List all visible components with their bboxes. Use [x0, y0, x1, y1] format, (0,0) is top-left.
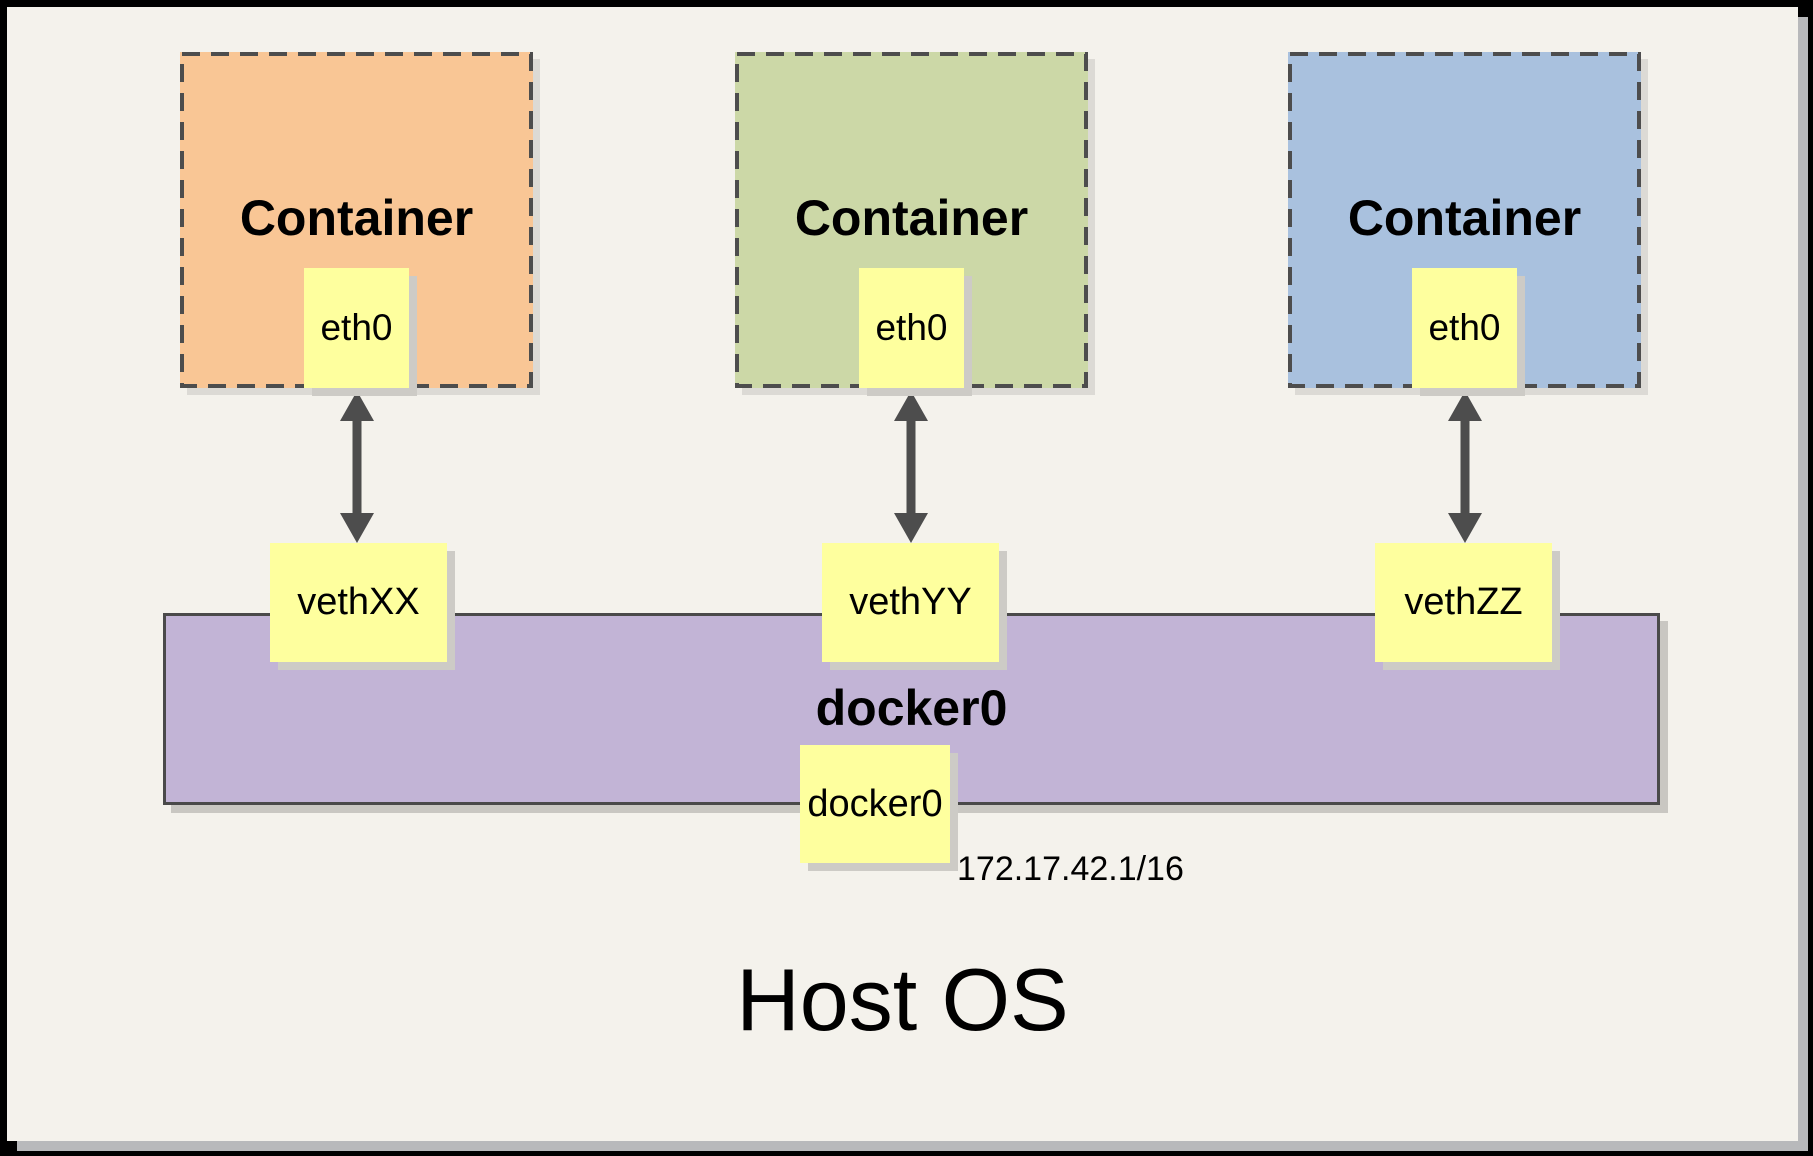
docker0-note: docker0	[800, 745, 950, 863]
double-arrow-icon	[894, 391, 928, 543]
vethYY-label: vethYY	[849, 581, 972, 623]
double-arrow-icon	[340, 391, 374, 543]
container-box-3: Container eth0	[1288, 52, 1641, 388]
container-box-2: Container eth0	[735, 52, 1088, 388]
eth0-note-3: eth0	[1412, 268, 1517, 388]
diagram-canvas: Container eth0 Container eth0 Container …	[7, 7, 1798, 1141]
container-box-1: Container eth0	[180, 52, 533, 388]
eth0-label: eth0	[875, 307, 948, 348]
vethXX-label: vethXX	[297, 581, 420, 623]
container-title: Container	[239, 190, 474, 246]
eth0-label: eth0	[1428, 307, 1501, 348]
docker0-label: docker0	[807, 782, 943, 825]
eth0-note-2: eth0	[859, 268, 964, 388]
container-title: Container	[794, 190, 1029, 246]
host-os-label: Host OS	[736, 950, 1069, 1049]
vethXX-note: vethXX	[270, 543, 447, 662]
container-title: Container	[1347, 190, 1582, 246]
vethZZ-label: vethZZ	[1404, 581, 1523, 623]
double-arrow-icon	[1448, 391, 1482, 543]
vethZZ-note: vethZZ	[1375, 543, 1552, 662]
vethYY-note: vethYY	[822, 543, 999, 662]
eth0-note-1: eth0	[304, 268, 409, 388]
docker0-bridge-title: docker0	[815, 680, 1008, 736]
eth0-label: eth0	[320, 307, 393, 348]
bridge-ip-label: 172.17.42.1/16	[957, 850, 1184, 888]
